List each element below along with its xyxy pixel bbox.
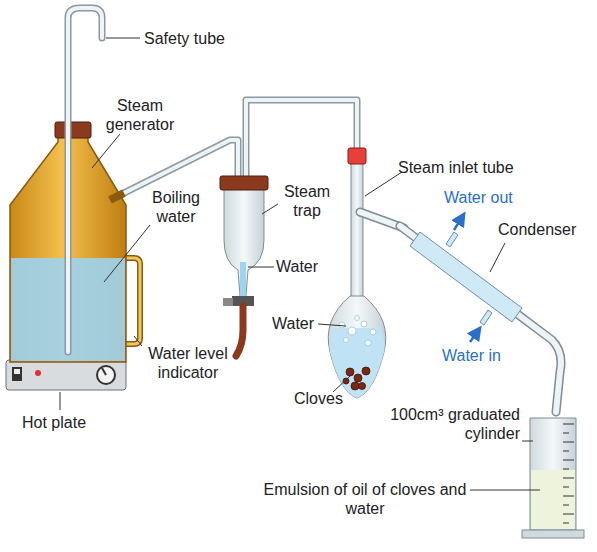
water-label: Water	[276, 257, 318, 276]
steam-trap-label: Steam trap	[278, 182, 336, 220]
cylinder-label: 100cm³ graduated cylinder	[378, 405, 520, 443]
water-in-label: Water in	[442, 346, 501, 365]
condenser	[400, 214, 561, 412]
graduated-cylinder	[522, 418, 584, 538]
leader-lines	[60, 38, 540, 490]
cloves-label: Cloves	[294, 389, 343, 408]
steam-generator	[10, 8, 140, 362]
steam-generator-label: Steam generator	[96, 96, 184, 134]
emulsion-label: Emulsion of oil of cloves and water	[262, 480, 468, 518]
condenser-label: Condenser	[498, 220, 576, 239]
water-out-label: Water out	[444, 188, 513, 207]
boiling-water-label: Boiling water	[140, 188, 212, 226]
level-indicator-label: Water level indicator	[138, 344, 238, 382]
safety-tube-label: Safety tube	[144, 29, 225, 48]
steam-trap	[220, 176, 268, 356]
water-label: Water	[272, 314, 314, 333]
distillation-flask	[328, 148, 404, 398]
steam-inlet-label: Steam inlet tube	[398, 158, 514, 177]
hot-plate	[6, 360, 126, 390]
hot-plate-label: Hot plate	[22, 413, 86, 432]
